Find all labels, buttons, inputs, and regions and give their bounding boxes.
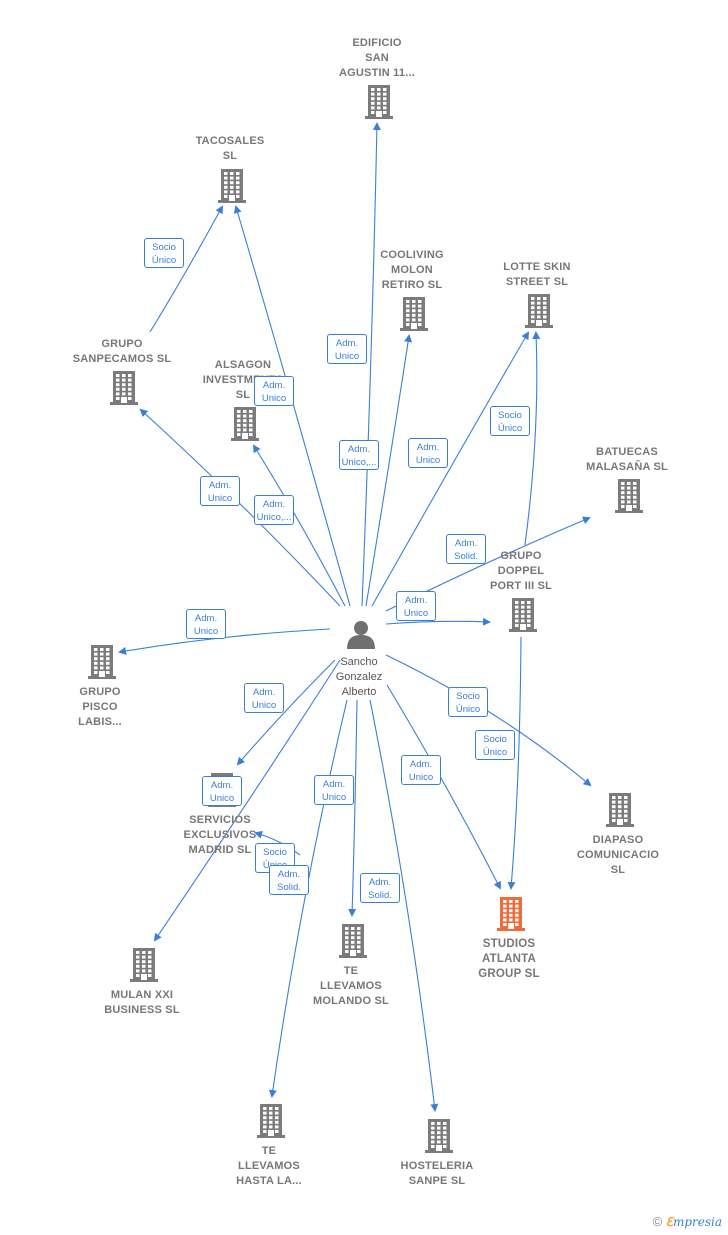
relation-label[interactable]: Adm. Unico: [186, 609, 226, 639]
relation-edge: [139, 408, 341, 607]
company-name: DIAPASO COMUNICACIO SL: [576, 834, 660, 876]
relation-edge: [149, 205, 223, 333]
building-icon: [130, 948, 158, 987]
company-name: TE LLEVAMOS MOLANDO SL: [313, 965, 389, 1007]
company-name: GRUPO DOPPEL PORT III SL: [489, 550, 553, 592]
brand-logo-mark: ℇ: [665, 1215, 673, 1229]
relation-label[interactable]: Adm. Solid.: [360, 873, 400, 903]
relation-label[interactable]: Adm. Unico: [314, 775, 354, 805]
relation-label[interactable]: Adm. Unico,...: [254, 495, 294, 525]
relation-edge: [371, 331, 530, 607]
relation-edge: [385, 654, 592, 787]
company-name: ALSAGON INVESTMENTS SL: [202, 359, 284, 401]
building-icon: [425, 1119, 453, 1158]
watermark: © ℇmpresia: [653, 1214, 722, 1229]
company-name: MULAN XXI BUSINESS SL: [104, 989, 180, 1016]
company-name: LOTTE SKIN STREET SL: [503, 261, 571, 288]
relation-label[interactable]: Socio Único: [490, 406, 530, 436]
relation-label[interactable]: Socio Único: [448, 687, 488, 717]
building-icon: [606, 793, 634, 832]
relation-label[interactable]: Adm. Solid.: [446, 534, 486, 564]
relation-label[interactable]: Adm. Unico: [401, 755, 441, 785]
building-icon: [615, 479, 643, 518]
relation-label[interactable]: Adm. Unico: [200, 476, 240, 506]
building-icon: [88, 645, 116, 684]
relation-edge: [386, 684, 501, 890]
brand-name: mpresia: [672, 1215, 722, 1229]
building-icon: [110, 371, 138, 410]
relation-edge: [236, 659, 336, 766]
company-name: TE LLEVAMOS HASTA LA...: [236, 1145, 302, 1187]
building-icon: [509, 598, 537, 637]
building-icon: [257, 1104, 285, 1143]
relation-label[interactable]: Socio Único: [475, 730, 515, 760]
relation-label[interactable]: Adm. Unico: [396, 591, 436, 621]
copyright-icon: ©: [652, 1214, 663, 1229]
building-icon: [525, 294, 553, 333]
company-name: GRUPO SANPECAMOS SL: [72, 338, 172, 365]
relation-edge: [153, 659, 341, 942]
relation-label[interactable]: Adm. Unico,...: [339, 440, 379, 470]
relation-label[interactable]: Adm. Unico: [202, 776, 242, 806]
relation-label[interactable]: Adm. Solid.: [269, 865, 309, 895]
building-icon: [400, 297, 428, 336]
company-name: GRUPO PISCO LABIS...: [78, 686, 122, 728]
relation-label[interactable]: Socio Único: [144, 238, 184, 268]
building-icon: [497, 897, 525, 936]
relation-edge: [524, 331, 541, 546]
building-icon: [218, 169, 246, 208]
company-name: STUDIOS ATLANTA GROUP SL: [478, 938, 540, 980]
relation-label[interactable]: Adm. Unico: [327, 334, 367, 364]
company-name: SERVICIOS EXCLUSIVOS MADRID SL: [183, 814, 257, 856]
relation-edge: [252, 444, 346, 607]
company-name: EDIFICIO SAN AGUSTIN 11...: [339, 37, 415, 79]
relation-edge: [507, 636, 522, 890]
relation-edge: [268, 699, 348, 1098]
company-name: BATUECAS MALASAÑA SL: [586, 446, 668, 473]
building-icon: [365, 85, 393, 124]
relation-edge: [361, 122, 381, 607]
relation-edge: [369, 699, 439, 1112]
company-name: HOSTELERIA SANPE SL: [400, 1160, 474, 1187]
relation-label[interactable]: Adm. Unico: [254, 376, 294, 406]
relation-edge: [254, 830, 301, 856]
relation-label[interactable]: Adm. Unico: [408, 438, 448, 468]
relation-edge: [385, 617, 491, 626]
company-name: COOLIVING MOLON RETIRO SL: [380, 249, 444, 291]
building-icon: [231, 407, 259, 446]
relation-edge: [348, 699, 358, 917]
relation-label[interactable]: Adm. Unico: [244, 683, 284, 713]
relation-edge: [365, 334, 413, 607]
person-name: Sancho Gonzalez Alberto: [335, 656, 383, 698]
company-name: TACOSALES SL: [195, 135, 265, 162]
person-icon: [347, 621, 375, 649]
building-icon: [339, 924, 367, 963]
